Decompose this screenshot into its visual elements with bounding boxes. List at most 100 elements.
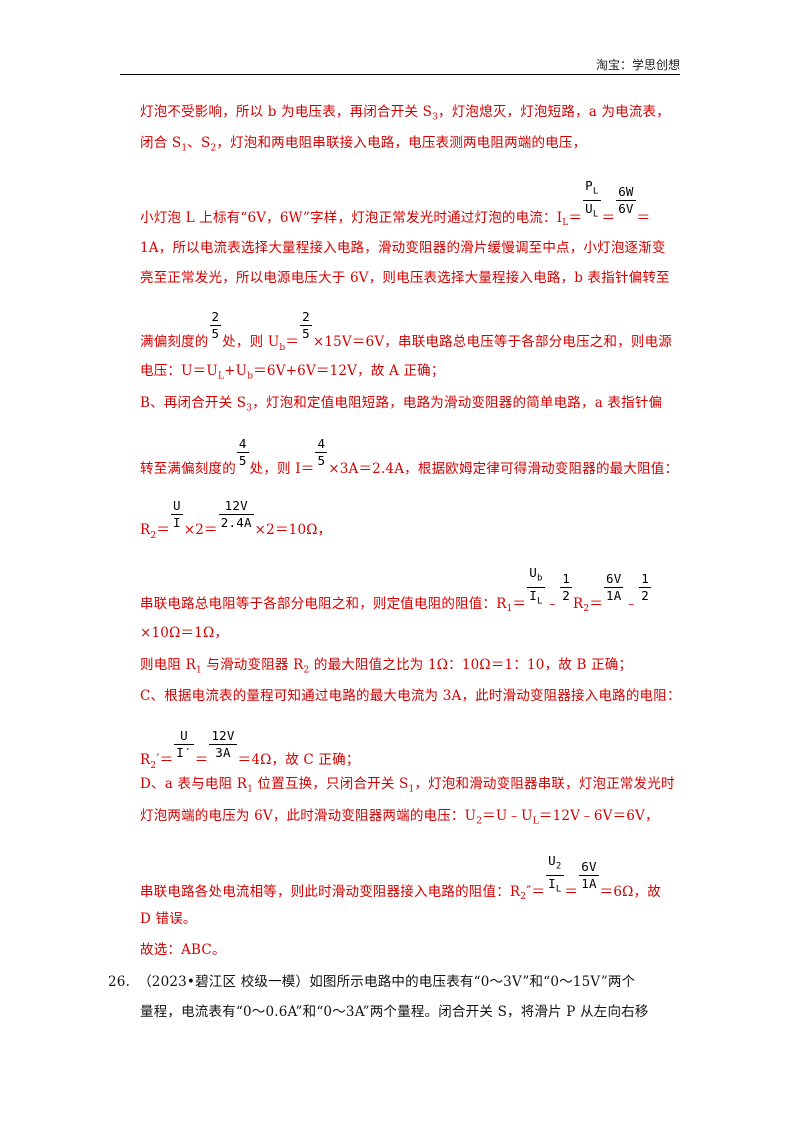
numerator: 1 (562, 570, 571, 586)
text: 满偏刻度的 (140, 334, 209, 350)
text: ＝ (568, 209, 583, 226)
text: ′＝ (156, 752, 174, 768)
text: ×2＝ (183, 522, 218, 538)
subscript: 2 (150, 530, 157, 541)
text: ＝4Ω，故 C 正确； (237, 752, 360, 768)
text: 、S (187, 135, 211, 151)
solution-line: 灯泡两端的电压为 6V，此时滑动变阻器两端的电压：U2＝U﹣UL＝12V﹣6V＝… (140, 804, 659, 827)
text: R (140, 522, 151, 538)
denominator: 5 (300, 325, 312, 341)
denominator: 2 (560, 586, 573, 603)
subscript: 1 (506, 604, 513, 615)
denominator: 2 (639, 586, 651, 603)
text: 转至满偏刻度的 (140, 461, 236, 477)
text: 小灯泡 L 上标有“6V，6W”字样，灯泡正常发光时通过灯泡的电流：I (140, 209, 563, 226)
denominator: 1A (604, 586, 624, 603)
denominator: I (529, 587, 537, 603)
text: ＝ (285, 334, 300, 350)
denominator: 5 (236, 452, 249, 468)
text: 串联电路总电阻等于各部分电阻之和，则定值电阻的阻值：R (140, 595, 507, 612)
solution-line: 闭合 S1、S2，灯泡和两电阻串联接入电路，电压表测两电阻两端的电压， (140, 131, 586, 154)
denominator: 6V (616, 199, 636, 216)
numerator: 2 (302, 309, 310, 324)
numerator: 6V (606, 570, 622, 586)
text: ＝ (194, 752, 209, 768)
subscript: 2 (520, 892, 527, 903)
subscript: 2 (583, 604, 590, 615)
text: ＝U﹣U (482, 808, 533, 824)
text: 电压：U＝U (140, 363, 218, 379)
solution-line: 则电阻 R1 与滑动变阻器 R2 的最大阻值之比为 1Ω：10Ω＝1：10，故 … (140, 653, 632, 676)
text: ＝ (564, 883, 579, 900)
subscript: L (592, 186, 599, 197)
solution-line: B、再闭合开关 S3，灯泡和定值电阻短路，电路为滑动变阻器的简单电路，a 表指针… (140, 391, 662, 414)
text: D 错误。 (140, 911, 197, 927)
text: ×15V＝6V，串联电路总电压等于各部分电压之和，则电源 (312, 334, 672, 350)
numerator: 1 (641, 570, 649, 586)
denominator: 5 (315, 452, 328, 468)
solution-line: C、根据电流表的量程可知通过电路的最大电流为 3A，此时滑动变阻器接入电路的电阻… (140, 684, 681, 704)
subscript: 2 (150, 760, 157, 771)
subscript: 1 (408, 784, 415, 795)
text: ＝ (636, 209, 651, 226)
subscript: L (536, 596, 543, 606)
solution-line: ×10Ω＝1Ω， (140, 621, 228, 641)
text: ，灯泡熄灭，灯泡短路，a 为电流表， (438, 104, 670, 120)
numerator: 6W (618, 183, 634, 199)
numerator: 6V (581, 858, 597, 874)
solution-line: 亮至正常发光，所以电源电压大于 6V，则电压表选择大量程接入电路，b 表指针偏转… (140, 266, 670, 286)
text: D、a 表与电阻 R (140, 776, 248, 792)
subscript: 1 (247, 784, 254, 795)
page-header: 淘宝：学思创想 (120, 56, 680, 75)
denominator: 3A (209, 744, 237, 761)
subscript: b (536, 573, 543, 584)
text: 故选：ABC。 (140, 942, 226, 958)
text: C、根据电流表的量程可知通过电路的最大电流为 3A，此时滑动变阻器接入电路的电阻… (140, 688, 681, 704)
text: 灯泡不受影响，所以 b 为电压表，再闭合开关 S (140, 104, 433, 120)
numerator: 2 (211, 309, 220, 324)
numerator: U (529, 565, 537, 580)
text: ＝6Ω，故 (599, 883, 661, 900)
text: ＝ (512, 595, 527, 612)
question-line: 26.（2023•碧江区 校级一模）如图所示电路中的电压表有“0～3V”和“0～… (108, 970, 635, 990)
text: 与滑动变阻器 R (201, 657, 304, 673)
text: 灯泡两端的电压为 6V，此时滑动变阻器两端的电压：U (140, 808, 477, 824)
text: B、再闭合开关 S (140, 395, 247, 411)
text: 的最大阻值之比为 1Ω：10Ω＝1：10，故 B 正确； (309, 657, 633, 673)
text: ″＝ (526, 883, 546, 900)
text: ×10Ω＝1Ω， (140, 625, 229, 641)
subscript: b (247, 371, 254, 382)
text: 处，则 U (222, 334, 280, 350)
solution-line: D 错误。 (140, 907, 197, 927)
text: ×2＝10Ω， (254, 522, 332, 538)
denominator: I (548, 875, 556, 891)
subscript: 3 (246, 403, 253, 414)
numerator: 12V (224, 498, 248, 513)
text: 则电阻 R (140, 657, 196, 673)
text: ＝ (589, 595, 604, 612)
subscript: L (562, 218, 569, 229)
numerator: P (585, 178, 593, 193)
question-text: （2023•碧江区 校级一模）如图所示电路中的电压表有“0～3V”和“0～15V… (138, 974, 636, 990)
solution-line: 灯泡不受影响，所以 b 为电压表，再闭合开关 S3，灯泡熄灭，灯泡短路，a 为电… (140, 100, 670, 123)
question-line: 量程，电流表有“0～0.6A”和“0～3A”两个量程。闭合开关 S，将滑片 P … (140, 1000, 649, 1020)
text: 亮至正常发光，所以电源电压大于 6V，则电压表选择大量程接入电路，b 表指针偏转… (140, 270, 670, 286)
text: R (140, 752, 151, 768)
numerator: 12V (211, 728, 235, 743)
